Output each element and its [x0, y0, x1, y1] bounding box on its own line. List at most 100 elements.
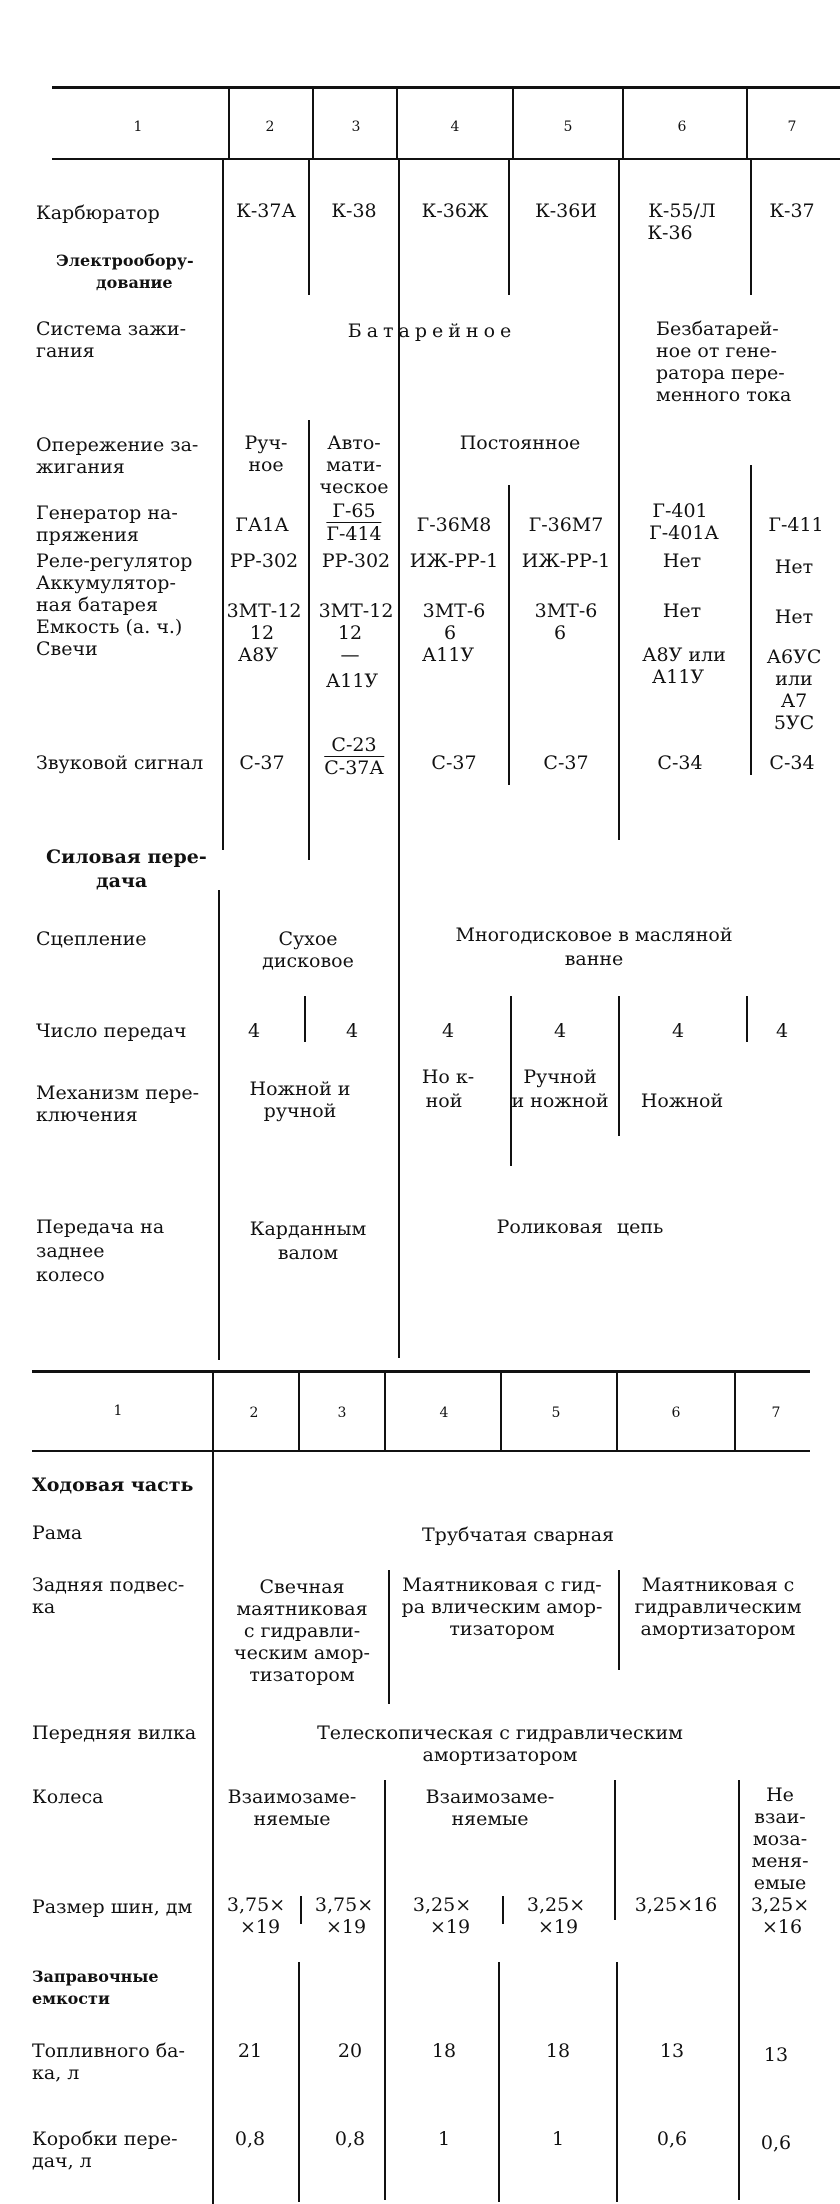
- t1-header-2: 2: [265, 119, 275, 135]
- capacity-v3: 12: [337, 622, 363, 644]
- gearbox-v3: 0,8: [334, 2128, 366, 2150]
- plugs-v7-4: 5УС: [773, 712, 815, 734]
- tank-v5: 18: [545, 2040, 571, 2062]
- t1-col5-line: [618, 160, 620, 840]
- plugs-v7-1: А6УС: [766, 646, 822, 668]
- table1-top-rule: [52, 86, 840, 89]
- gearbox-v6: 0,6: [656, 2128, 688, 2150]
- drive-v47: Роликовая цепь: [496, 1216, 664, 1238]
- regulator-v7: Нет: [774, 556, 814, 578]
- advance-constant-span: Постоянное: [459, 432, 581, 454]
- gears-v5: 4: [553, 1020, 567, 1042]
- row-label-shift-2: ключения: [36, 1104, 138, 1126]
- table1-header-rule: [52, 158, 840, 160]
- table2-header-rule: [32, 1450, 810, 1452]
- row-label-carburetor: Карбюратор: [36, 202, 160, 224]
- tank-v6: 13: [659, 2040, 685, 2062]
- battery-v2: 3МТ-12: [226, 600, 302, 622]
- horn-v3-top: С-23: [324, 734, 384, 757]
- gearbox-v2: 0,8: [234, 2128, 266, 2150]
- gearbox-v5: 1: [551, 2128, 565, 2150]
- clutch-v23-2: дисковое: [262, 950, 354, 972]
- t2-header-6: 6: [671, 1405, 681, 1421]
- gears-v7: 4: [775, 1020, 789, 1042]
- row-label-clutch: Сцепление: [36, 928, 147, 950]
- rear-v23-1: Свечная: [259, 1576, 345, 1598]
- advance-v3-1: Авто-: [327, 432, 381, 454]
- gearbox-v7: 0,6: [760, 2132, 792, 2154]
- t2-header-sep: [298, 1372, 300, 1452]
- tank-v7: 13: [763, 2044, 789, 2066]
- row-label-gearbox: Коробки пере-: [32, 2128, 178, 2150]
- generator-v5: Г-36М7: [528, 514, 604, 536]
- t2-rear-sep-b: [618, 1570, 620, 1670]
- ignition-v6-1: Безбатарей-: [656, 318, 779, 340]
- gears-v3: 4: [345, 1020, 359, 1042]
- wheels-v23-2: няемые: [253, 1808, 331, 1830]
- plugs-v2: А8У: [237, 644, 279, 666]
- t1-header-sep: [312, 88, 314, 160]
- row-label-frame: Рама: [32, 1522, 83, 1544]
- t1-header-3: 3: [351, 119, 361, 135]
- row-label-battery-2: ная батарея: [36, 594, 159, 616]
- tires-v5-1: 3,25×: [526, 1894, 586, 1916]
- row-label-advance-2: жигания: [36, 456, 125, 478]
- generator-v2: ГА1А: [235, 514, 289, 536]
- wheels-v45-1: Взаимозаме-: [425, 1786, 555, 1808]
- horn-v2: С-37: [239, 752, 285, 774]
- section-title-power: Силовая пере-: [46, 846, 207, 868]
- tank-v4: 18: [431, 2040, 457, 2062]
- carb-v4: К-36Ж: [421, 200, 489, 222]
- generator-v3-bot: Г-414: [326, 523, 382, 545]
- fork-span-1: Телескопическая с гидравлическим: [317, 1722, 683, 1744]
- row-label-capacity: Емкость (а. ч.): [36, 616, 183, 638]
- capacity-v4: 6: [443, 622, 457, 644]
- t2-header-sep: [384, 1372, 386, 1452]
- plugs-v4: А11У: [421, 644, 475, 666]
- t2-fill-sep-c: [616, 1962, 618, 2202]
- section-title-power-2: дача: [96, 870, 148, 892]
- wheels-v23-1: Взаимозаме-: [227, 1786, 357, 1808]
- row-label-drive-2: заднее: [36, 1240, 105, 1262]
- section-title-chassis: Ходовая часть: [32, 1474, 194, 1496]
- t2-col1-line: [212, 1452, 214, 2204]
- row-label-gears: Число передач: [36, 1020, 187, 1042]
- gears-v4: 4: [441, 1020, 455, 1042]
- drive-v23-2: валом: [277, 1242, 339, 1264]
- horn-v5: С-37: [543, 752, 589, 774]
- rear-v45-2: ра влическим амор-: [401, 1596, 603, 1618]
- t2-wheels-sep-c: [738, 1780, 740, 2200]
- tank-v3: 20: [337, 2040, 363, 2062]
- t2-fill-sep-a: [298, 1962, 300, 2202]
- wheels-v7-5: емые: [753, 1872, 807, 1894]
- t2-header-sep: [500, 1372, 502, 1452]
- shift-v23-2: ручной: [263, 1100, 337, 1122]
- t1-header-sep: [512, 88, 514, 160]
- t1-col2-line-b: [308, 420, 310, 860]
- battery-v5: 3МТ-6: [534, 600, 598, 622]
- t2-header-1: 1: [113, 1403, 123, 1419]
- t1-header-5: 5: [563, 119, 573, 135]
- row-label-rear: Задняя подвес-: [32, 1574, 185, 1596]
- horn-v6: С-34: [657, 752, 703, 774]
- t2-header-7: 7: [771, 1405, 781, 1421]
- clutch-v23-1: Сухое: [278, 928, 338, 950]
- t1-header-6: 6: [677, 119, 687, 135]
- row-label-drive: Передача на: [36, 1216, 165, 1238]
- t2-wheels-sep-a: [384, 1780, 386, 2200]
- drive-v23-1: Карданным: [249, 1218, 367, 1240]
- t1-gears-sep-c: [618, 996, 620, 1136]
- generator-v4: Г-36М8: [416, 514, 492, 536]
- section-title-electrical: Электрообору-: [56, 251, 194, 270]
- shift-v4-2: ной: [425, 1090, 463, 1112]
- regulator-v4: ИЖ-РР-1: [409, 550, 499, 572]
- carb-v7: К-37: [769, 200, 815, 222]
- shift-v5-1: Ручной: [523, 1066, 597, 1088]
- t1-col1-line: [222, 160, 224, 850]
- t1-col6-line-b: [750, 465, 752, 775]
- advance-v3-2: мати-: [326, 454, 382, 476]
- t2-header-sep: [212, 1372, 214, 1452]
- tires-v4-2: ×19: [429, 1916, 471, 1938]
